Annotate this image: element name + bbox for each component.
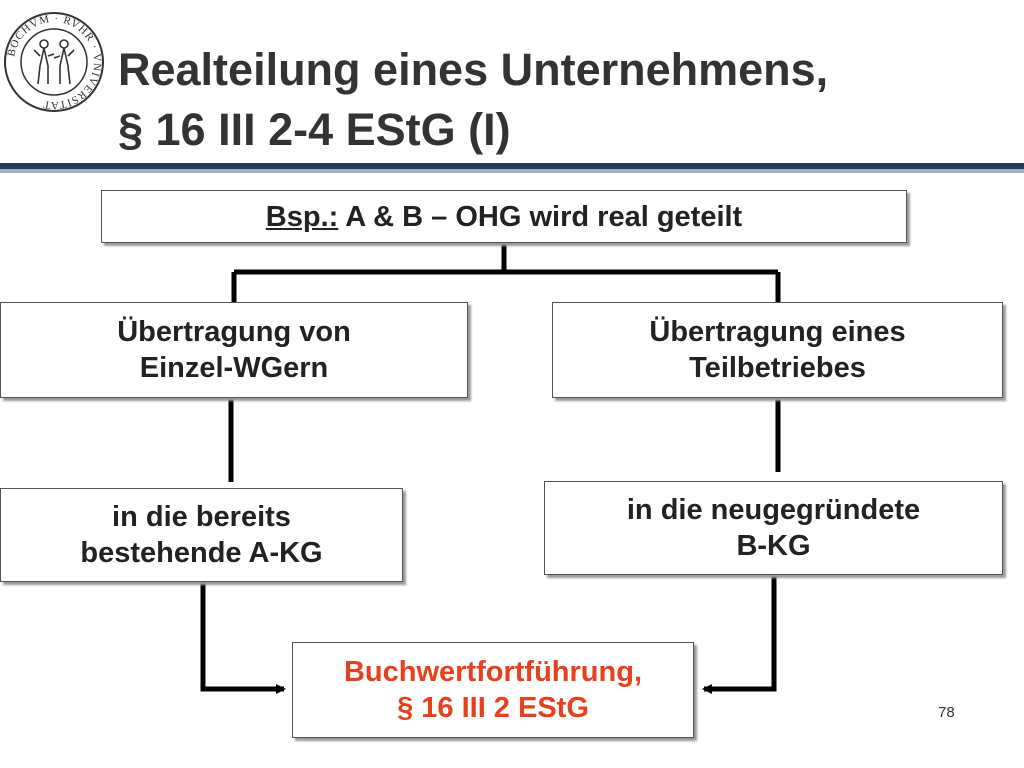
arrow-right-to-result bbox=[702, 575, 777, 694]
book-value-result-box: Buchwertfortführung, § 16 III 2 EStG bbox=[292, 642, 694, 738]
example-box: Bsp.: A & B – OHG wird real geteilt bbox=[101, 190, 907, 243]
university-seal-logo: BOCHVM · RVHR · VNIVERSITAT bbox=[4, 12, 104, 112]
arrow-left-to-result bbox=[200, 582, 286, 694]
transfer-subunit-box: Übertragung eines Teilbetriebes bbox=[552, 302, 1003, 398]
existing-akg-line-1: in die bereits bbox=[112, 501, 291, 533]
title-divider bbox=[0, 163, 1024, 169]
example-text: A & B – OHG wird real geteilt bbox=[338, 200, 743, 233]
new-bkg-line-1: in die neugegründete bbox=[626, 494, 921, 526]
result-line-2: § 16 III 2 EStG bbox=[397, 692, 589, 724]
transfer-single-assets-line-2: Einzel-WGern bbox=[139, 352, 329, 384]
title-line-1: Realteilung eines Unternehmens, bbox=[118, 44, 829, 95]
title-line-2: § 16 III 2-4 EStG (I) bbox=[118, 104, 511, 155]
transfer-subunit-line-1: Übertragung eines bbox=[649, 316, 906, 348]
example-prefix: Bsp.: bbox=[265, 200, 339, 233]
new-bkg-line-2: B-KG bbox=[736, 530, 811, 562]
transfer-single-assets-box: Übertragung von Einzel-WGern bbox=[0, 302, 468, 398]
page-number: 78 bbox=[938, 704, 955, 721]
existing-akg-line-2: bestehende A-KG bbox=[80, 537, 323, 569]
slide-title: Realteilung eines Unternehmens, § 16 III… bbox=[118, 40, 828, 160]
new-bkg-box: in die neugegründete B-KG bbox=[544, 481, 1003, 575]
transfer-subunit-line-2: Teilbetriebes bbox=[689, 352, 866, 384]
result-line-1: Buchwertfortführung, bbox=[343, 656, 642, 688]
existing-akg-box: in die bereits bestehende A-KG bbox=[0, 488, 403, 582]
transfer-single-assets-line-1: Übertragung von bbox=[117, 316, 351, 348]
title-divider-shade bbox=[0, 169, 1024, 173]
